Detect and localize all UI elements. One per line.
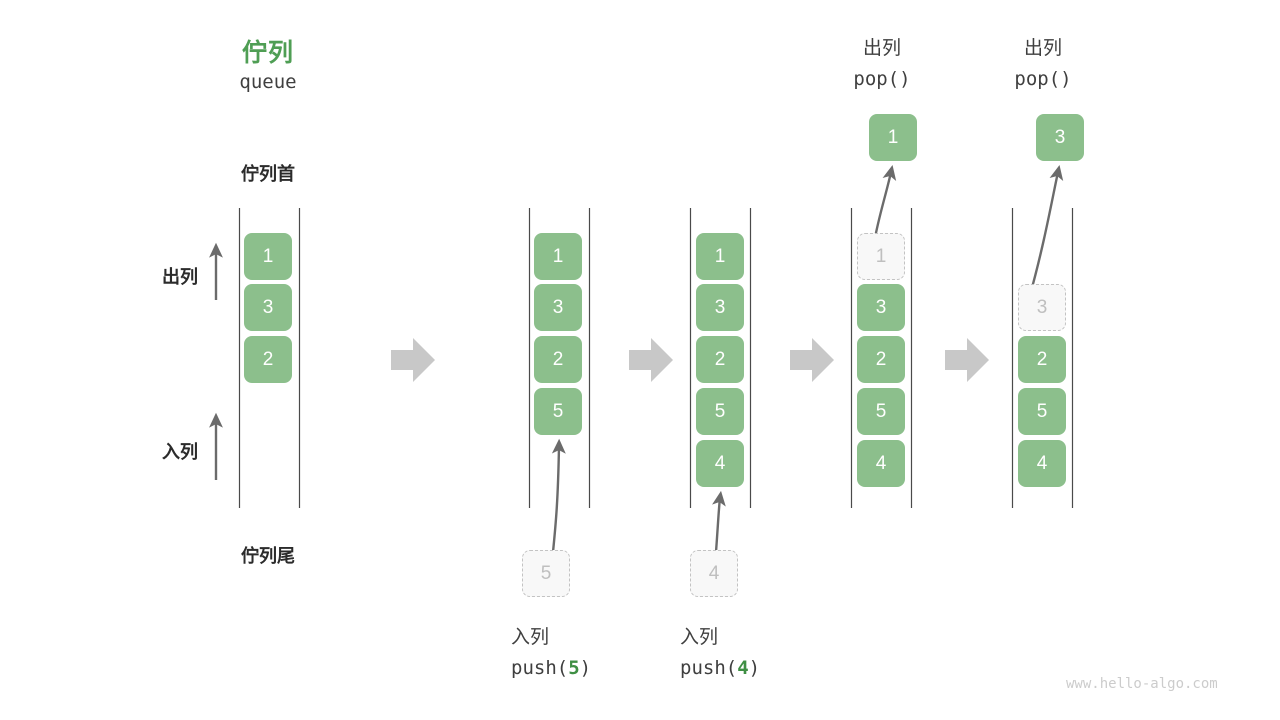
dequeue-direction-label: 出列 — [162, 267, 198, 287]
queue-cell: 2 — [696, 336, 744, 383]
operation-code-value: 4 — [737, 657, 749, 679]
push-arrow-4 — [712, 490, 726, 553]
step-arrow-2 — [629, 338, 673, 382]
watermark: www.hello-algo.com — [1066, 676, 1218, 692]
operation-code-prefix: push( — [680, 657, 738, 679]
operation-label-code: push(4) — [680, 657, 760, 679]
push-arrow-5 — [551, 438, 566, 553]
step-arrow-1 — [391, 338, 435, 382]
operation-code-suffix: ) — [748, 657, 761, 679]
queue-cell: 2 — [857, 336, 905, 383]
operation-code-value: 5 — [568, 657, 580, 679]
page-title: 佇列 — [241, 39, 294, 67]
operation-label-cn: 入列 — [680, 627, 719, 648]
queue-cell-removed: 1 — [857, 233, 905, 280]
incoming-ghost-cell: 4 — [690, 550, 738, 597]
popped-cell: 1 — [869, 114, 917, 161]
operation-header-code: pop() — [853, 68, 911, 90]
incoming-ghost-cell: 5 — [522, 550, 570, 597]
queue-cell-removed: 3 — [1018, 284, 1066, 331]
queue-head-label: 佇列首 — [241, 164, 295, 184]
queue-cell: 5 — [534, 388, 582, 435]
queue-cell: 5 — [857, 388, 905, 435]
popped-cell: 3 — [1036, 114, 1084, 161]
push-arrows — [551, 438, 726, 553]
operation-label-cn: 入列 — [511, 627, 550, 648]
pop-arrow-3 — [1028, 164, 1064, 296]
queue-cell: 1 — [244, 233, 292, 280]
queue-cell: 3 — [696, 284, 744, 331]
enqueue-direction-label: 入列 — [162, 442, 198, 462]
queue-cell: 3 — [857, 284, 905, 331]
column-rails — [238, 208, 1074, 508]
queue-tail-label: 佇列尾 — [241, 546, 295, 566]
queue-cell: 1 — [696, 233, 744, 280]
queue-cell: 5 — [1018, 388, 1066, 435]
operation-code-suffix: ) — [579, 657, 592, 679]
queue-cell: 5 — [696, 388, 744, 435]
queue-cell: 2 — [244, 336, 292, 383]
queue-cell: 2 — [534, 336, 582, 383]
queue-cell: 1 — [534, 233, 582, 280]
operation-header-cn: 出列 — [862, 38, 901, 59]
operation-code-prefix: push( — [511, 657, 569, 679]
queue-cell: 4 — [696, 440, 744, 487]
queue-cell: 3 — [244, 284, 292, 331]
operation-header-code: pop() — [1014, 68, 1072, 90]
operation-header-cn: 出列 — [1023, 38, 1062, 59]
page-subtitle: queue — [239, 71, 297, 93]
operation-label-code: push(5) — [511, 657, 591, 679]
queue-cell: 4 — [857, 440, 905, 487]
queue-cell: 4 — [1018, 440, 1066, 487]
step-arrow-4 — [945, 338, 989, 382]
step-arrow-3 — [790, 338, 834, 382]
queue-cell: 2 — [1018, 336, 1066, 383]
queue-cell: 3 — [534, 284, 582, 331]
